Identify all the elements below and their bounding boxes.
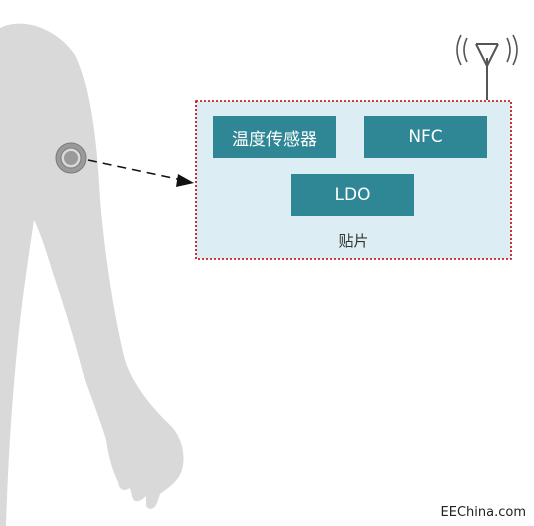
ldo-block: LDO [291,174,414,216]
watermark-text: EEChina.com [440,505,526,520]
nfc-block: NFC [364,116,487,158]
sensor-ring-icon [55,142,87,174]
nfc-label: NFC [408,127,443,147]
human-arm-silhouette [0,23,184,526]
ldo-label: LDO [334,185,371,205]
antenna-icon [456,34,518,100]
temperature-sensor-block: 温度传感器 [213,116,336,158]
patch-label: 贴片 [338,232,369,250]
temperature-sensor-label: 温度传感器 [232,129,317,150]
dashed-arrow [87,159,194,187]
